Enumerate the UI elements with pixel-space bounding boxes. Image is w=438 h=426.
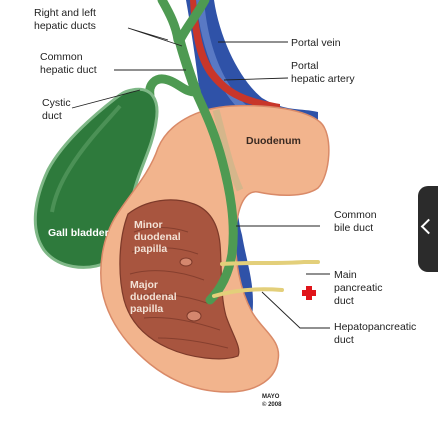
duodenum-lumen [119,199,240,360]
side-handle-chevron-icon [420,218,437,235]
duodenum-folds [129,227,229,349]
label-major-duodenal-papilla: Major duodenal papilla [130,279,180,315]
leader-right-left-hepatic-ducts [127,27,183,47]
common-bile-duct [191,87,238,305]
label-common-hepatic-duct: Common hepatic duct [40,51,97,76]
hepatopancreatic-duct [212,287,284,298]
side-panel-handle[interactable] [418,186,438,272]
main-pancreatic-duct [220,260,320,266]
gall-bladder-sheen [50,104,122,213]
label-portal-hepatic-artery: Portal hepatic artery [291,60,355,85]
duodenum-band [212,109,244,192]
label-minor-duodenal-papilla: Minor duodenal papilla [134,219,184,255]
label-common-bile-duct: Common bile duct [334,209,380,234]
credit-mayo: MAYO © 2008 [262,394,282,408]
minor-duodenal-papilla-mark [179,257,193,267]
leader-hepatopancreatic-duct [261,291,330,329]
label-hepatopancreatic-duct: Hepatopancreatic duct [334,321,419,346]
label-duodenum: Duodenum [246,135,301,147]
leader-cystic-duct [71,89,141,109]
label-main-pancreatic-duct: Main pancreatic duct [334,269,385,307]
red-cross-marker-icon [302,286,316,300]
label-right-left-hepatic-ducts: Right and left hepatic ducts [34,7,99,32]
leader-portal-hepatic-artery [223,77,289,81]
label-portal-vein: Portal vein [291,37,341,49]
cystic-duct [145,74,201,101]
major-duodenal-papilla-mark [186,310,202,322]
label-cystic-duct: Cystic duct [42,97,74,122]
label-gall-bladder: Gall bladder [48,227,109,239]
